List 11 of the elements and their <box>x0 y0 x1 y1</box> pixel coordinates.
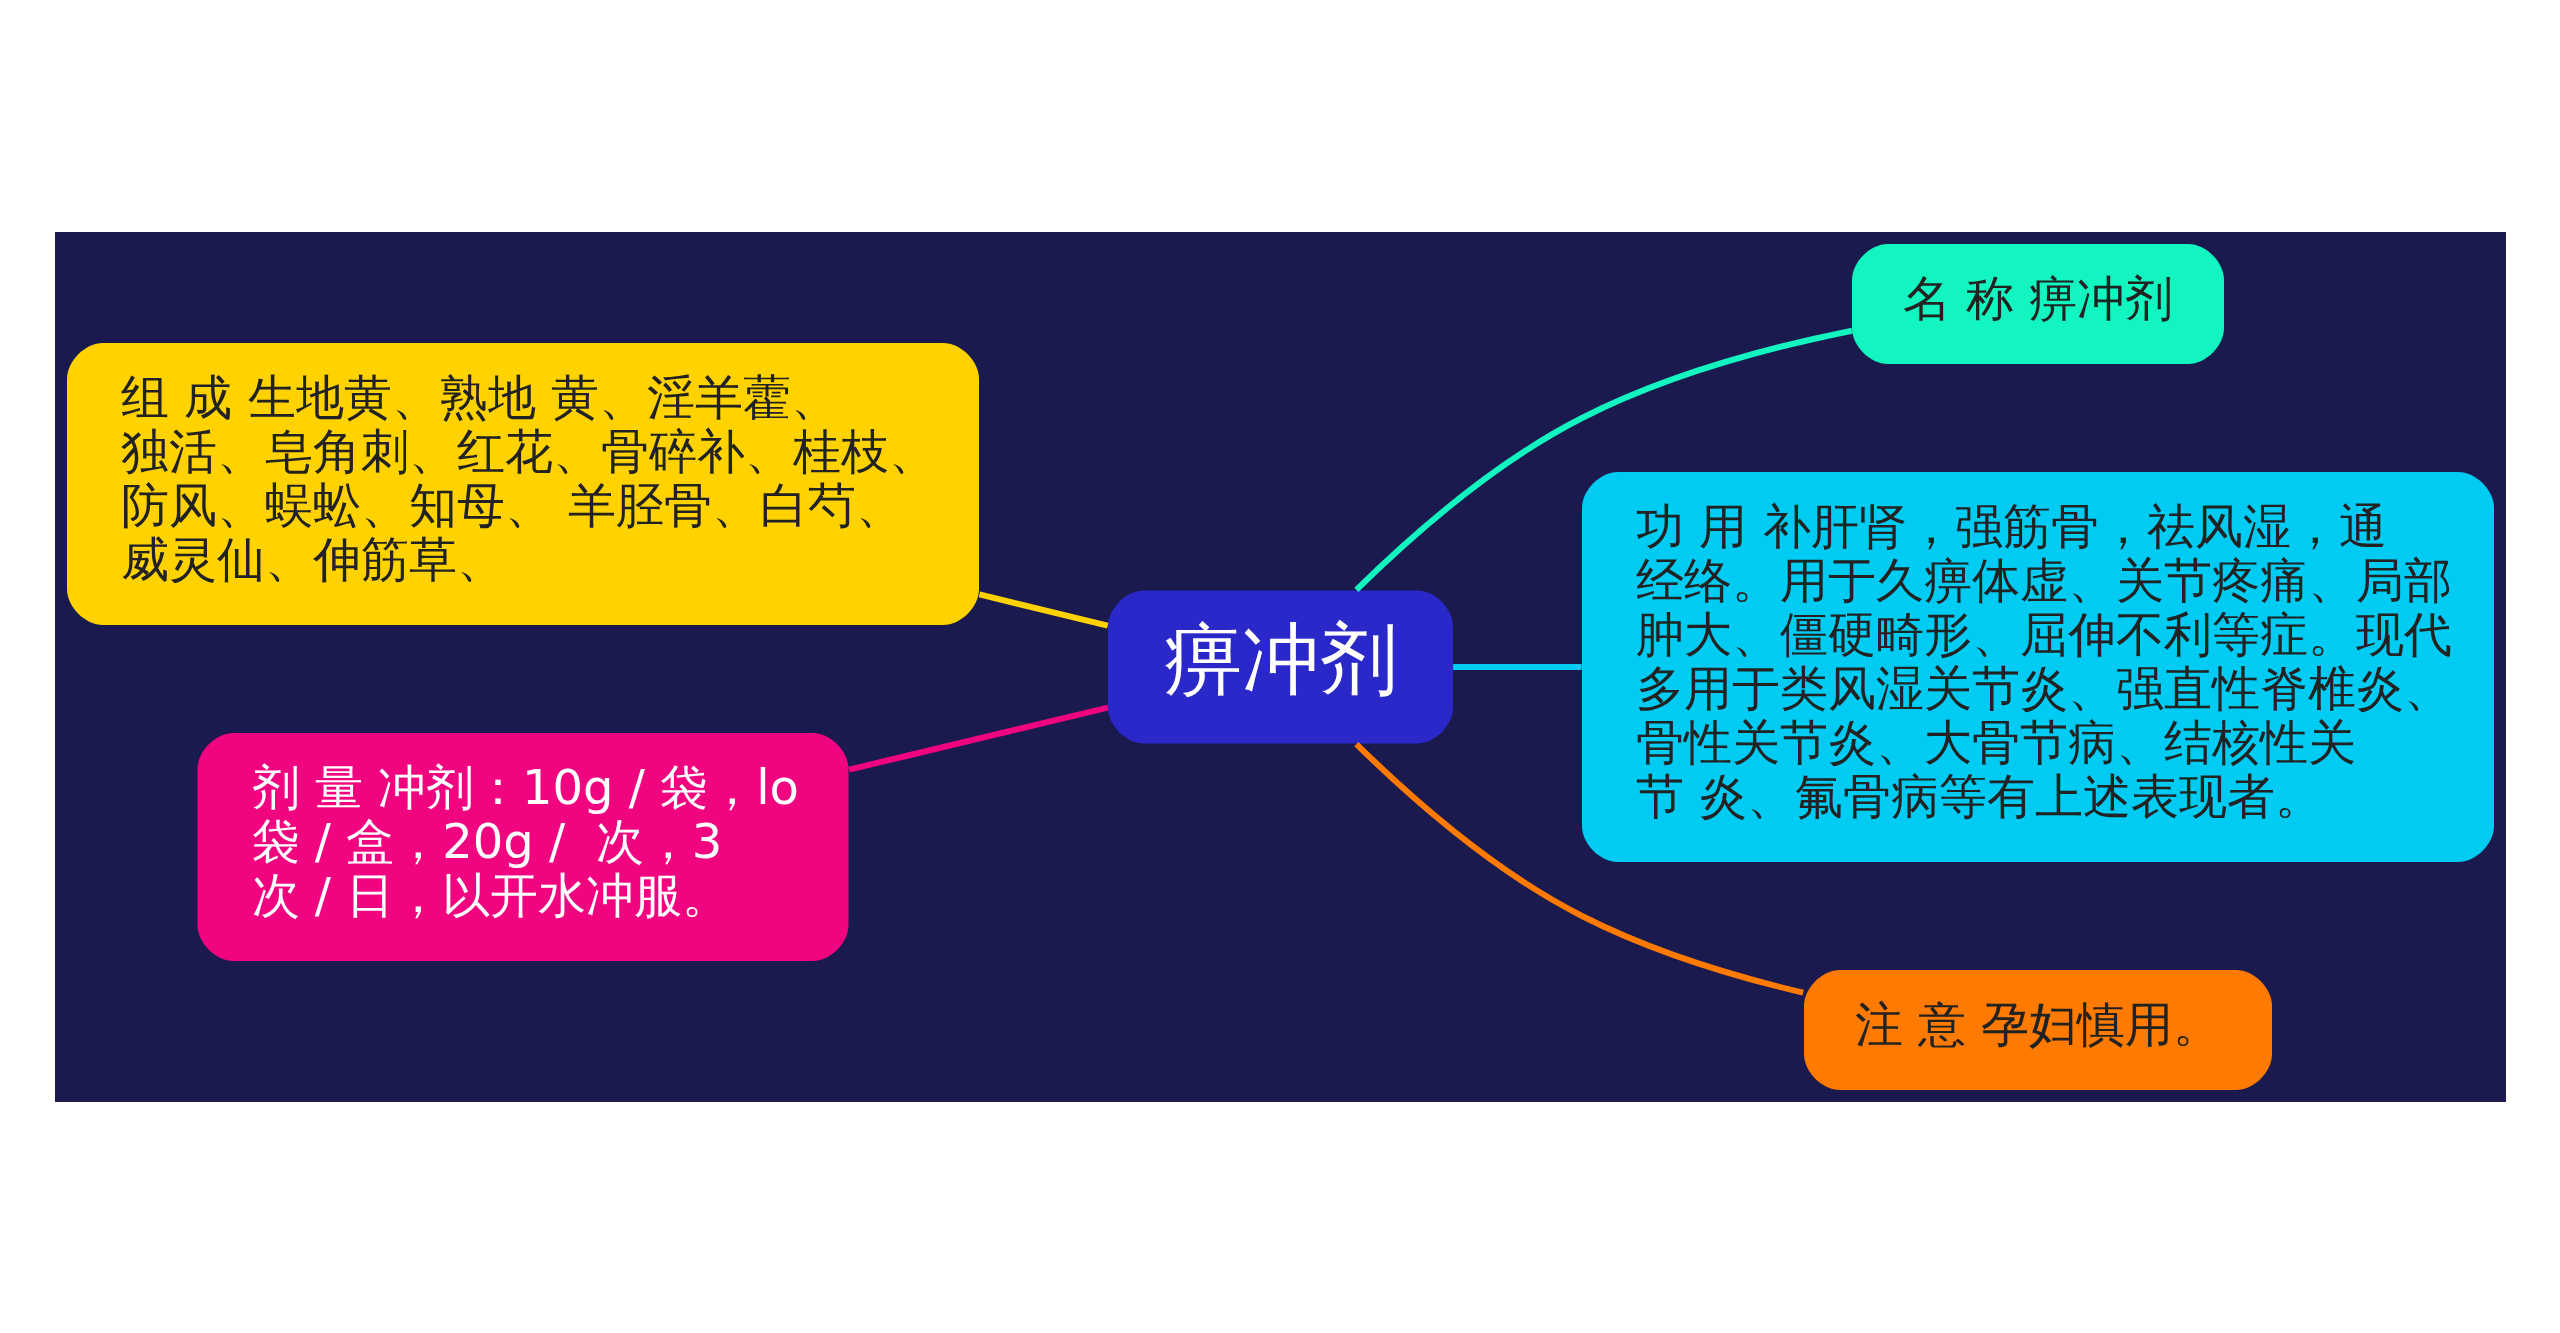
node-box: 注 意 孕妇慎用。 <box>1803 969 2272 1090</box>
node-box: 名 称 痹冲剂 <box>1851 243 2224 364</box>
node-box: 功 用 补肝肾，强筋骨，祛风湿，通经络。用于久痹体虚、关节疼痛、局部肿大、僵硬畸形、屈伸不利等症。现代多用于类风湿关节炎、强直性脊椎炎、骨性关节炎、大骨节病、结核性关节 炎、氟骨病等有上述表现者。 <box>1581 471 2494 862</box>
node-box: 剂 量 冲剂：10g / 袋，lo袋 / 盒，20g / 次，3次 / 日，以开水冲服。 <box>197 732 848 961</box>
connector <box>1452 663 1582 670</box>
node-box: 痹冲剂 <box>1107 590 1453 743</box>
connector <box>978 591 1108 629</box>
connector <box>1353 741 1804 996</box>
connector <box>1353 327 1853 592</box>
node-box: 组 成 生地黄、熟地 黄、淫羊藿、独活、皂角刺、红花、骨碎补、桂枝、防风、蜈蚣、知母、 羊胫骨、白芍、威灵仙、伸筋草、 <box>66 342 979 625</box>
connector <box>847 704 1109 773</box>
